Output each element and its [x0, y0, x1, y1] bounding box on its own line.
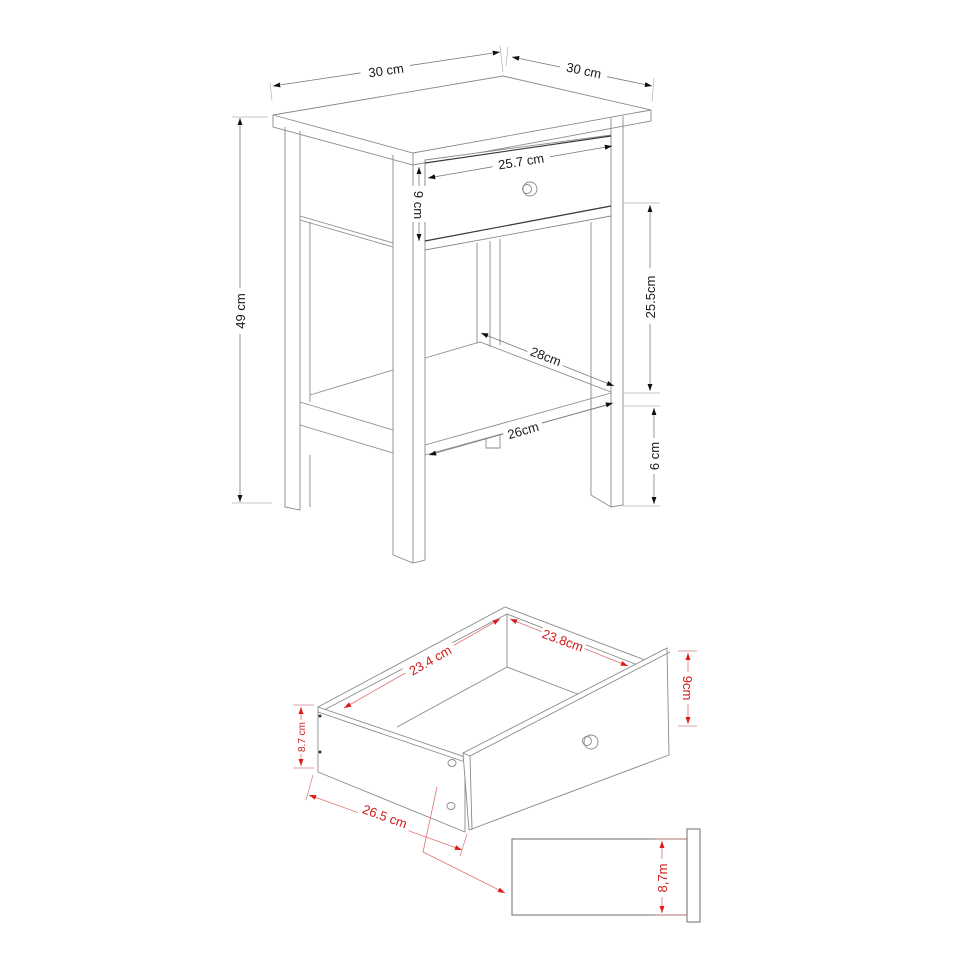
drawer-box: [317, 606, 671, 833]
label-front-height: 9cm: [680, 676, 695, 701]
label-leg-clearance: 6 cm: [647, 442, 662, 470]
right-leg: [590, 116, 624, 508]
label-drawer-height: 9 cm: [411, 191, 426, 219]
dim-shelf-depth: 28cm: [480, 332, 615, 387]
dim-shelf-gap: 25.5cm: [623, 202, 660, 394]
dim-inner-length: 23.4 cm: [343, 618, 501, 709]
front-left-leg: [392, 155, 426, 564]
label-drawer-front-width: 25.7 cm: [497, 150, 545, 172]
label-side-height: 8.7 cm: [297, 722, 308, 752]
label-inner-length: 23.4 cm: [406, 642, 454, 678]
left-side-frame: [284, 127, 394, 511]
drawer-side-detail: 8,7m: [511, 828, 701, 923]
dim-drawer-height: 9 cm: [411, 167, 427, 241]
tabletop: [272, 75, 652, 166]
detail-leader: [422, 786, 506, 894]
drawer-knob-icon: [583, 734, 599, 750]
dim-top-width: 30 cm: [269, 45, 504, 101]
drawer-knob-icon: [522, 181, 538, 197]
dim-shelf-width: 26cm: [428, 402, 614, 456]
drawer-drawing: 23.4 cm 23.8cm 9cm 8.7 cm: [293, 606, 697, 894]
label-top-depth: 30 cm: [565, 59, 603, 81]
dim-top-depth: 30 cm: [505, 46, 655, 103]
dim-drawer-width: 25.7 cm: [427, 144, 613, 180]
label-shelf-depth: 28cm: [528, 344, 563, 369]
label-shelf-width: 26cm: [506, 419, 541, 442]
label-inner-width: 23.8cm: [540, 626, 585, 655]
label-shelf-gap-height: 25.5cm: [643, 276, 658, 319]
dim-leg-clearance: 6 cm: [623, 405, 662, 507]
back-posts: [476, 239, 501, 347]
dim-total-height: 49 cm: [232, 116, 272, 504]
label-detail-height: 8,7m: [655, 864, 670, 893]
dim-side-height: 8.7 cm: [293, 704, 314, 769]
dim-front-height: 9cm: [678, 650, 697, 727]
label-top-width: 30 cm: [367, 61, 404, 81]
nightstand-drawing: 30 cm 30 cm 49 cm 25.7 cm 9: [232, 45, 662, 564]
dim-inner-width: 23.8cm: [509, 618, 629, 667]
label-total-height: 49 cm: [233, 293, 248, 328]
